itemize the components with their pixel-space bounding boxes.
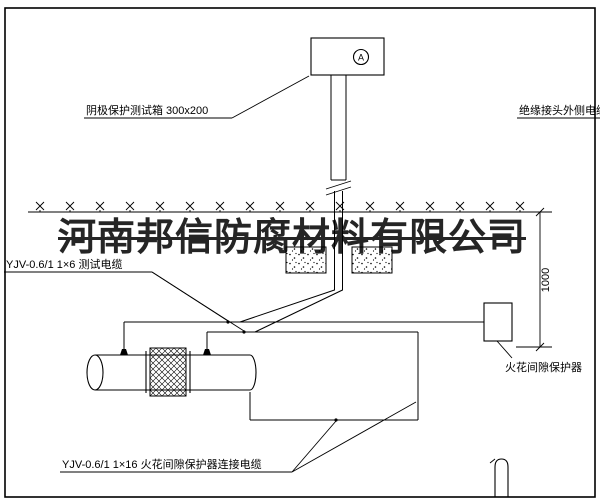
weld-points xyxy=(120,349,211,355)
svg-text:绝缘接头外侧电缆: 绝缘接头外侧电缆 xyxy=(519,103,600,117)
svg-text:YJV-0.6/1 1×16 火花间隙保护器连接电缆: YJV-0.6/1 1×16 火花间隙保护器连接电缆 xyxy=(62,457,262,471)
svg-text:火花间隙保护器: 火花间隙保护器 xyxy=(505,360,582,374)
label-spark-gap: 火花间隙保护器 xyxy=(505,360,582,374)
pipeline xyxy=(86,347,257,397)
ground-line xyxy=(28,201,552,213)
cable-runs xyxy=(123,273,484,421)
label-test-box: 阴极保护测试箱 300x200 xyxy=(84,75,310,119)
test-box: A xyxy=(310,37,385,76)
pipe-cut-end xyxy=(249,354,257,391)
ammeter-letter: A xyxy=(358,53,364,63)
label-outer-cable: 绝缘接头外侧电缆 xyxy=(517,103,600,119)
concrete-blocks xyxy=(285,246,393,274)
svg-text:阴极保护测试箱 300x200: 阴极保护测试箱 300x200 xyxy=(86,103,208,117)
ammeter-icon: A xyxy=(352,48,370,66)
dimension-text: 1000 xyxy=(540,268,552,292)
pipe-riser-icon xyxy=(489,458,509,497)
svg-text:YJV-0.6/1 1×6 测试电缆: YJV-0.6/1 1×6 测试电缆 xyxy=(6,258,122,271)
ground-hatch-icons xyxy=(35,201,525,213)
pipe-end-cap xyxy=(86,354,104,391)
riser-conduit xyxy=(325,75,352,273)
depth-dimension: 1000 xyxy=(516,207,552,352)
label-test-cable: YJV-0.6/1 1×6 测试电缆 xyxy=(4,258,246,334)
drawing-frame xyxy=(4,7,596,498)
label-connection-cable: YJV-0.6/1 1×16 火花间隙保护器连接电缆 xyxy=(60,401,417,473)
spark-gap-protector xyxy=(483,302,513,359)
insulating-joint xyxy=(145,347,191,397)
